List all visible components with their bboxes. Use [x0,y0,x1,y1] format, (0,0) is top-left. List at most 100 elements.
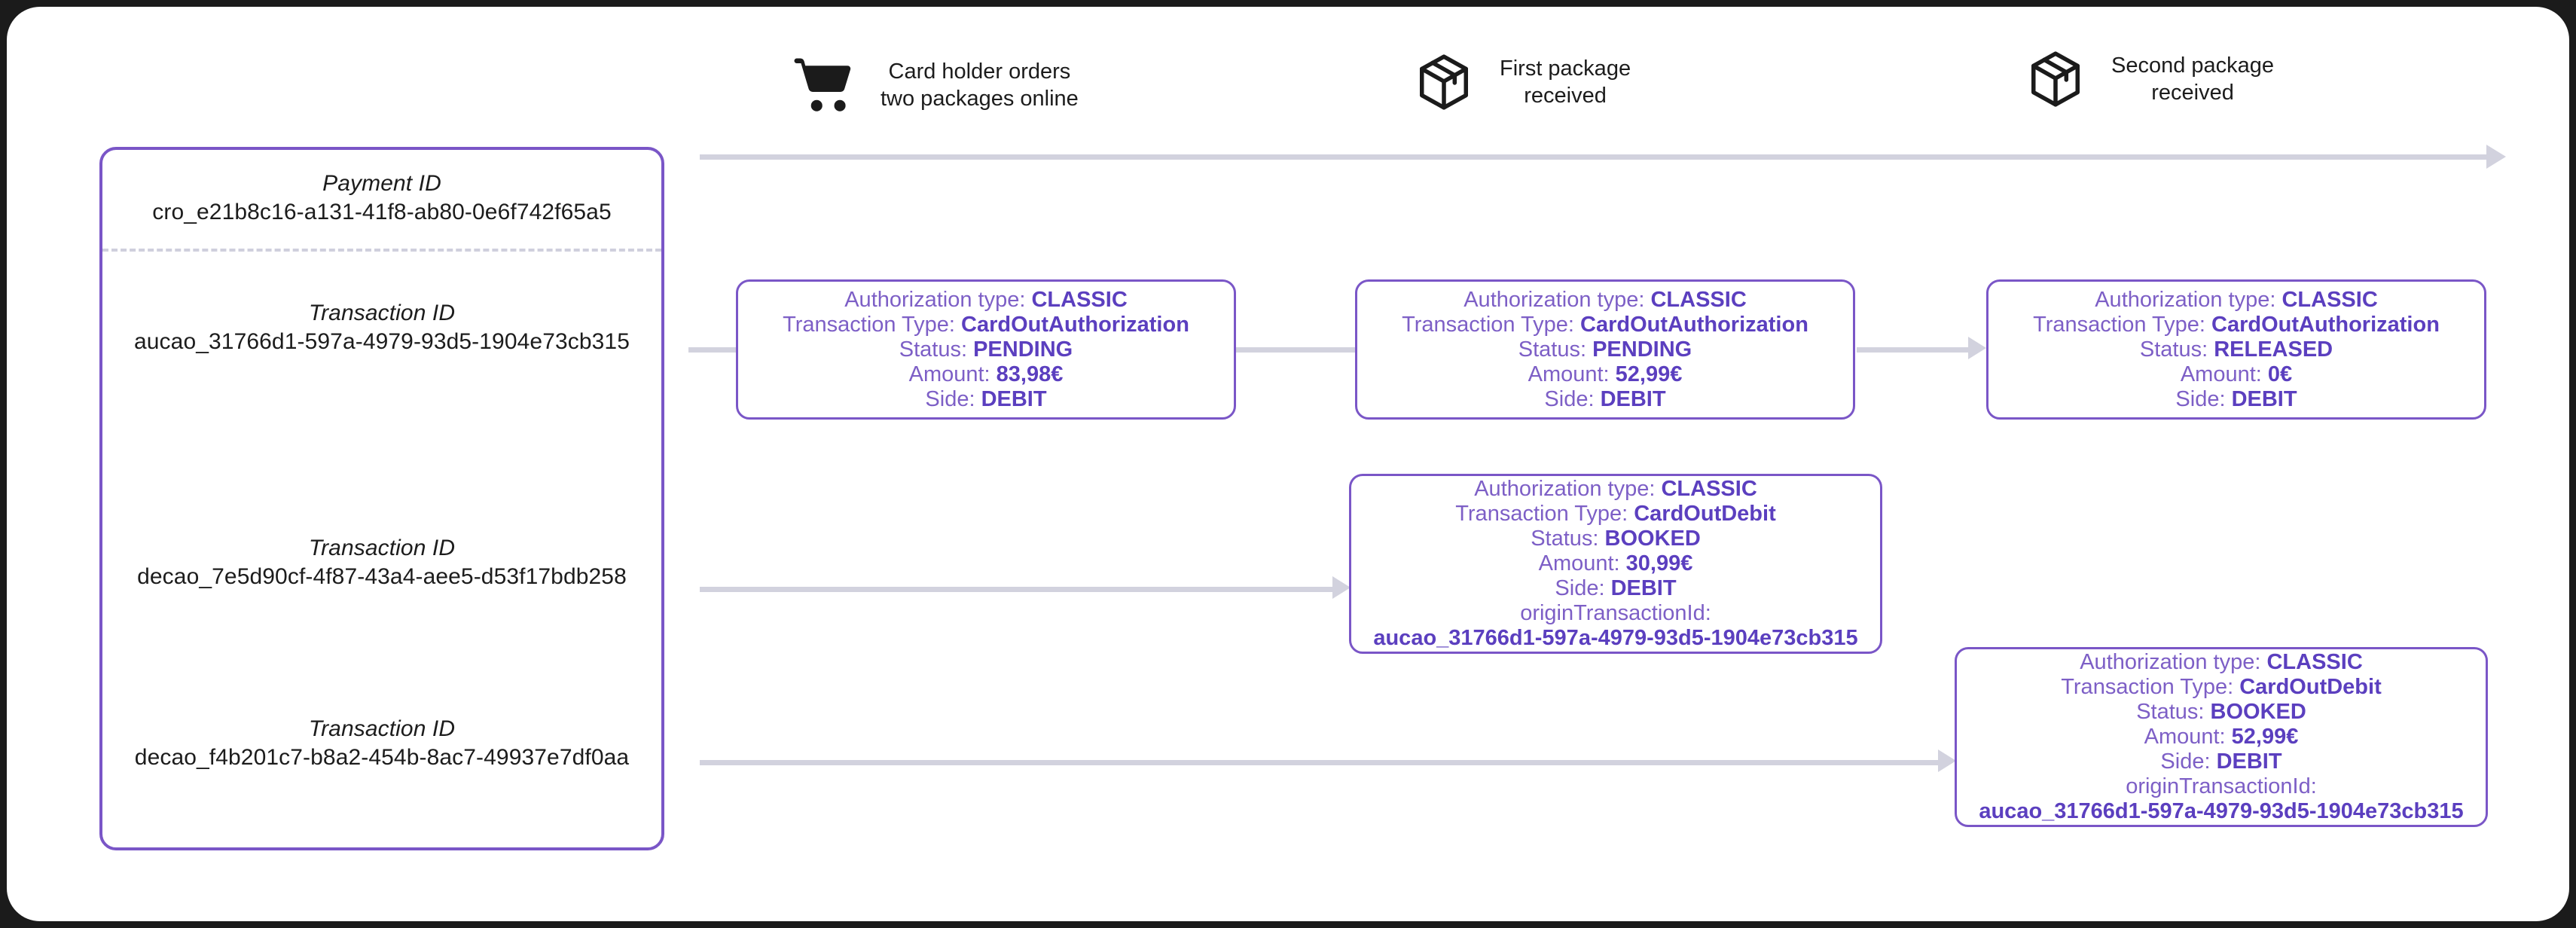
auth-type-line: Authorization type: CLASSIC [1365,477,1866,502]
connector-panel-to-debit1 [700,587,1332,592]
side-line: Side: DEBIT [752,387,1220,412]
transaction-type-line: Transaction Type: CardOutDebit [1365,502,1866,527]
transaction-type-value: CardOutDebit [1634,502,1776,526]
status-line: Status: BOOKED [1970,700,2472,725]
package-box-icon [2019,43,2092,115]
package-box-icon [1408,46,1480,118]
transaction-id-value-3: decao_f4b201c7-b8a2-454b-8ac7-49937e7df0… [134,745,630,770]
amount-value: 52,99€ [1615,362,1683,386]
payment-panel: Payment ID cro_e21b8c16-a131-41f8-ab80-0… [99,147,664,850]
auth-type-label: Authorization type: [1474,477,1662,501]
transaction-type-label: Transaction Type: [783,312,962,337]
auth-type-value: CLASSIC [1031,287,1128,312]
timeline-milestone-label-0: Card holder orders two packages online [881,60,1079,111]
amount-line: Amount: 0€ [2002,362,2471,387]
origin-transaction-id-value: aucao_31766d1-597a-4979-93d5-1904e73cb31… [1979,799,2464,823]
auth-type-line: Authorization type: CLASSIC [2002,288,2471,313]
origin-transaction-id-label: originTransactionId: [1520,601,1711,625]
transaction-id-block-2: Transaction ID decao_7e5d90cf-4f87-43a4-… [102,534,661,591]
origin-transaction-id-value: aucao_31766d1-597a-4979-93d5-1904e73cb31… [1373,626,1858,650]
status-line: Status: RELEASED [2002,337,2471,362]
transaction-id-value-1: aucao_31766d1-597a-4979-93d5-1904e73cb31… [133,329,630,354]
status-value: BOOKED [1604,527,1701,551]
side-value: DEBIT [981,386,1047,411]
side-value: DEBIT [2231,386,2297,411]
transaction-card-auth-3[interactable]: Authorization type: CLASSIC Transaction … [1986,279,2486,420]
transaction-type-label: Transaction Type: [1402,312,1581,337]
status-value: RELEASED [2214,337,2333,362]
transaction-card-debit-1[interactable]: Authorization type: CLASSIC Transaction … [1349,474,1882,654]
side-label: Side: [925,386,981,411]
side-label: Side: [1544,386,1601,411]
auth-type-label: Authorization type: [2095,287,2282,312]
transaction-card-auth-1[interactable]: Authorization type: CLASSIC Transaction … [736,279,1236,420]
side-label: Side: [2175,386,2232,411]
auth-type-value: CLASSIC [2281,287,2378,312]
side-line: Side: DEBIT [2002,387,2471,412]
connector-panel-to-auth1 [688,347,738,353]
transaction-card-debit-2[interactable]: Authorization type: CLASSIC Transaction … [1955,647,2488,827]
auth-type-label: Authorization type: [2080,650,2267,674]
status-label: Status: [1531,527,1605,551]
transaction-type-line: Transaction Type: CardOutAuthorization [1371,313,1839,337]
auth-type-label: Authorization type: [1463,287,1651,312]
transaction-type-value: CardOutAuthorization [961,312,1189,337]
amount-value: 83,98€ [996,362,1064,386]
status-line: Status: PENDING [752,337,1220,362]
transaction-type-line: Transaction Type: CardOutDebit [1970,675,2472,700]
timeline-milestone-label-2: Second package received [2111,53,2275,105]
transaction-type-label: Transaction Type: [2033,312,2212,337]
side-line: Side: DEBIT [1365,576,1866,601]
status-line: Status: BOOKED [1365,527,1866,551]
transaction-id-title-1: Transaction ID [308,301,456,325]
shopping-cart-icon [789,49,861,121]
transaction-id-block-1: Transaction ID aucao_31766d1-597a-4979-9… [102,299,661,356]
amount-line: Amount: 52,99€ [1970,725,2472,749]
transaction-type-line: Transaction Type: CardOutAuthorization [2002,313,2471,337]
side-line: Side: DEBIT [1970,749,2472,774]
status-value: BOOKED [2210,700,2306,724]
status-label: Status: [1518,337,1593,362]
diagram-canvas: Payment ID cro_e21b8c16-a131-41f8-ab80-0… [7,7,2569,921]
transaction-type-value: CardOutDebit [2239,675,2382,699]
amount-line: Amount: 83,98€ [752,362,1220,387]
transaction-id-title-3: Transaction ID [308,716,456,741]
status-line: Status: PENDING [1371,337,1839,362]
payment-id-block: Payment ID cro_e21b8c16-a131-41f8-ab80-0… [102,169,661,227]
status-value: PENDING [1592,337,1692,362]
connector-panel-to-debit2 [700,760,1938,765]
amount-label: Amount: [1538,551,1626,575]
transaction-id-value-2: decao_7e5d90cf-4f87-43a4-aee5-d53f17bdb2… [137,564,627,589]
side-value: DEBIT [1600,386,1666,411]
transaction-id-block-3: Transaction ID decao_f4b201c7-b8a2-454b-… [102,715,661,772]
transaction-type-label: Transaction Type: [1455,502,1634,526]
side-value: DEBIT [1610,576,1677,600]
timeline-milestone-second-package: Second package received [2019,43,2274,115]
auth-type-line: Authorization type: CLASSIC [752,288,1220,313]
payment-id-title: Payment ID [322,171,441,196]
transaction-type-line: Transaction Type: CardOutAuthorization [752,313,1220,337]
status-label: Status: [2136,700,2211,724]
auth-type-value: CLASSIC [1661,477,1757,501]
side-label: Side: [2160,749,2217,774]
side-label: Side: [1555,576,1611,600]
timeline-milestone-order: Card holder orders two packages online [789,49,1079,121]
connector-auth1-to-auth2 [1236,347,1357,353]
side-value: DEBIT [2216,749,2282,774]
transaction-id-title-2: Transaction ID [308,536,456,560]
transaction-type-label: Transaction Type: [2061,675,2240,699]
payment-id-value: cro_e21b8c16-a131-41f8-ab80-0e6f742f65a5 [152,200,612,224]
amount-label: Amount: [1528,362,1616,386]
transaction-card-auth-2[interactable]: Authorization type: CLASSIC Transaction … [1355,279,1855,420]
status-label: Status: [2139,337,2214,362]
connector-arrowhead-auth3-icon [1968,337,1986,359]
connector-auth2-to-auth3 [1857,347,1968,353]
status-label: Status: [899,337,974,362]
timeline-milestone-label-1: First package received [1500,56,1631,108]
timeline-arrowhead-icon [2486,145,2506,169]
auth-type-label: Authorization type: [844,287,1032,312]
auth-type-line: Authorization type: CLASSIC [1970,650,2472,675]
status-value: PENDING [973,337,1073,362]
amount-label: Amount: [2144,725,2232,749]
